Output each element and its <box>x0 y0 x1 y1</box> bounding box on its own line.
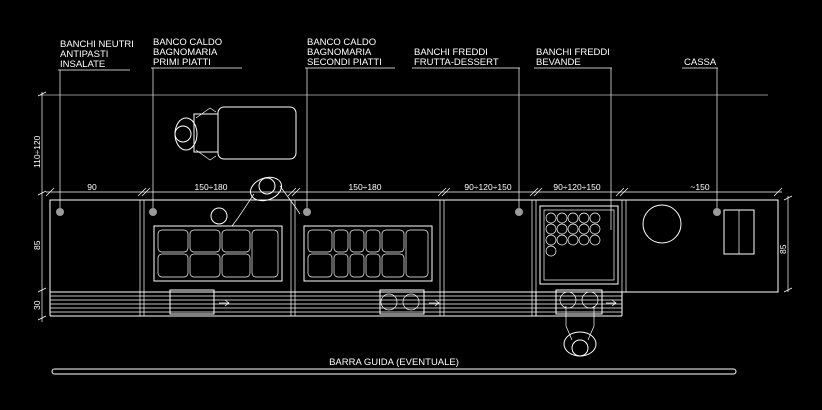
label-line: ANTIPASTI <box>60 49 108 60</box>
label-banchi-freddi-frutta: BANCHI FREDDI FRUTTA-DESSERT <box>412 47 520 212</box>
counter-outline <box>49 199 779 317</box>
cashier-station <box>642 204 755 255</box>
customer-person <box>563 306 597 357</box>
label-line: BANCHI NEUTRI <box>60 39 134 50</box>
tray-slide <box>50 295 622 313</box>
label-line: FRUTTA-DESSERT <box>414 57 499 68</box>
left-dimension-chain: 110÷120 85 30 <box>32 91 47 322</box>
dim-right: 85 <box>778 244 788 254</box>
label-line: CASSA <box>684 57 717 68</box>
marker-dot <box>515 208 523 216</box>
label-line: BAGNOMARIA <box>153 47 218 58</box>
dim-left-mid: 85 <box>32 240 42 250</box>
label-line: BANCO CALDO <box>153 37 222 48</box>
label-line: BANCHI FREDDI <box>536 47 610 58</box>
dim-segment-5: 90÷120÷150 <box>553 182 600 192</box>
dim-segment-2: 150÷180 <box>194 182 227 192</box>
marker-dot <box>303 208 311 216</box>
label-line: BEVANDE <box>536 57 581 68</box>
marker-dot <box>56 208 64 216</box>
label-line: BANCHI FREDDI <box>414 47 488 58</box>
label-line: BAGNOMARIA <box>307 47 372 58</box>
dim-segment-3: 150÷180 <box>348 182 381 192</box>
label-banchi-freddi-bevande: BANCHI FREDDI BEVANDE <box>534 47 612 230</box>
bain-marie-primi <box>153 225 283 282</box>
trays <box>169 289 617 315</box>
guide-bar-label: BARRA GUIDA (EVENTUALE) <box>329 357 459 368</box>
label-cassa: CASSA <box>682 57 718 212</box>
horizontal-dimension-chain: 90 150÷180 150÷180 90÷120÷150 90÷120÷150… <box>45 182 783 197</box>
label-banco-caldo-primi: BANCO CALDO BAGNOMARIA PRIMI PIATTI <box>151 37 242 212</box>
staff-with-cart <box>174 106 297 161</box>
label-line: INSALATE <box>60 59 105 70</box>
label-banco-caldo-secondi: BANCO CALDO BAGNOMARIA SECONDI PIATTI <box>305 37 395 212</box>
dim-segment-6: ~150 <box>690 182 709 192</box>
dim-segment-4: 90÷120÷150 <box>464 182 511 192</box>
right-dimension: 85 <box>778 195 793 293</box>
guide-bar: BARRA GUIDA (EVENTUALE) <box>51 357 737 375</box>
dim-left-top: 110÷120 <box>32 135 42 168</box>
beverage-cooler <box>539 205 619 285</box>
label-line: BANCO CALDO <box>307 37 376 48</box>
dim-segment-1: 90 <box>87 182 97 192</box>
staff-person <box>210 176 301 227</box>
marker-dot <box>149 208 157 216</box>
dim-left-bot: 30 <box>32 300 42 310</box>
marker-dot <box>713 208 721 216</box>
label-line: PRIMI PIATTI <box>153 57 211 68</box>
label-banchi-neutri: BANCHI NEUTRI ANTIPASTI INSALATE <box>58 39 134 212</box>
bain-marie-secondi <box>303 225 433 282</box>
label-line: SECONDI PIATTI <box>307 57 382 68</box>
